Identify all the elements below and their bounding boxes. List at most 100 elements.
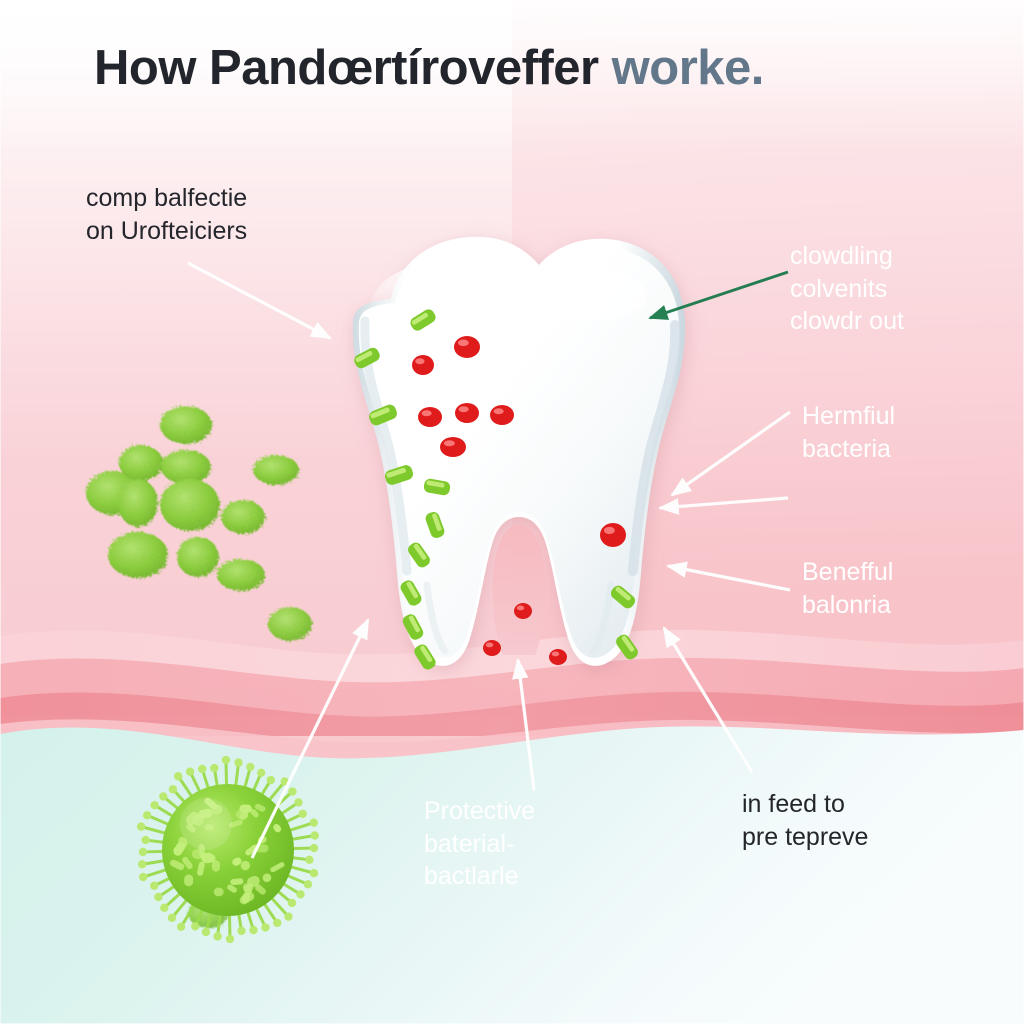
virus-spike [176,774,195,801]
label-harmful-bacteria: Hermfiul bacteria [802,402,896,463]
virus-spike-knob [294,798,303,807]
virus-spike-knob [287,898,297,908]
virus-surface-protein [229,819,243,828]
virus-spike-knob [256,768,266,778]
coccus-bacterium-highlight [603,526,615,535]
virus-spike-knob [191,922,200,931]
virus-spike [139,825,170,836]
virus-spike-knob [237,926,246,936]
virus-surface-protein [273,823,282,833]
rod-bacterium [402,614,424,640]
rod-bacterium-highlight [370,407,390,419]
arrow-protective [512,657,536,791]
virus-spike-knob [309,843,319,853]
virus-spike-knob [137,860,147,869]
virus-spike-knob [136,822,146,831]
virus-surface-protein [240,860,251,871]
rod-bacterium [354,347,380,369]
virus-spike-knob [298,809,307,819]
coccus-bacterium-highlight [516,605,525,611]
rod-bacterium [425,512,445,538]
arrow-feed [662,626,754,773]
virus-spike-knob [261,923,270,932]
virus-surface-protein [230,878,244,886]
virus-spike [141,867,171,879]
rod-bacterium-highlight [408,615,420,633]
virus-spike-knob [159,792,168,801]
bacteria-on-tooth [354,309,638,670]
virus-spike-knob [173,772,183,781]
virus-spike-knob [234,758,243,767]
coccus-bacterium-highlight [421,410,432,417]
virus-surface-protein [242,883,254,891]
arrow-lower-left [250,618,370,859]
virus-spike-knob [309,818,318,827]
coccus-bacterium-highlight [457,339,469,347]
rod-bacterium [384,465,414,485]
virus-surface-protein [254,803,266,812]
rod-bacterium [616,634,638,660]
virus-surface-protein [245,844,258,856]
virus-spike-knob [284,912,293,921]
virus-spike [179,901,198,929]
virus-spike-knob [154,892,163,902]
rod-bacterium-highlight [621,635,635,652]
rod-bacterium-highlight [411,312,429,325]
virus-spike-knob [221,755,231,765]
coccus-bacterium-highlight [551,651,560,657]
virus-surface-protein [255,884,266,895]
label-crowding: clowdling colvenits clowdr out [790,242,904,335]
virus-surface-protein [173,845,183,853]
virus-spike-knob [168,785,178,794]
virus-spike-knob [185,767,195,776]
virus-surface-protein [184,874,194,887]
virus-spike-knob [197,764,207,774]
virus-spike-knob [249,925,258,935]
rod-bacterium [410,309,436,331]
coccus-bacterium-highlight [415,358,425,365]
coccus-bacterium-highlight [485,642,494,648]
virus-spike [145,813,173,828]
virus-spike [170,896,190,920]
rod-bacterium-highlight [355,351,373,363]
virus-surface-protein [204,823,214,831]
virus-spike [285,821,316,833]
virus-spike-knob [138,872,148,882]
virus-spike-knob [150,800,159,810]
virus-spike-knob [303,880,313,889]
virus-surface-protein [170,859,185,871]
coccus-bacterium-highlight [493,408,504,415]
virus-surface-protein [198,808,213,819]
virus-particle [128,755,328,948]
virus-spike-knob [305,855,314,865]
virus-spike-knob [273,918,282,928]
rod-bacterium [400,580,422,606]
virus-spike [261,899,279,925]
coccus-bacterium-highlight [443,440,455,447]
virus-spike-knob [309,868,319,878]
virus-surface-protein [213,887,224,897]
virus-surface-protein [186,823,196,833]
virus-surface-protein [211,860,220,872]
virus-surface-protein [212,804,223,815]
virus-surface-protein [201,852,214,864]
arrow-top-left [187,261,332,340]
virus-spike [227,910,232,941]
rod-bacterium-highlight [615,586,631,601]
rod-bacterium [414,644,436,670]
virus-surface-protein [239,892,255,905]
virus-spike-knob [142,811,152,820]
virus-surface-protein [250,809,259,818]
virus-spike [286,864,316,875]
virus-spike [266,779,287,804]
virus-surface-protein [239,811,249,820]
virus-spike-knob [296,890,305,899]
microbe-colony-small [258,596,328,656]
tooth-illustration [295,225,735,695]
virus-surface-protein [270,862,285,873]
label-beneficial-bacteria: Benefful balonria [802,558,894,619]
virus-spike-knob [225,934,235,944]
virus-spike-knob [310,831,319,840]
title-segment-accent: worke. [598,41,765,95]
